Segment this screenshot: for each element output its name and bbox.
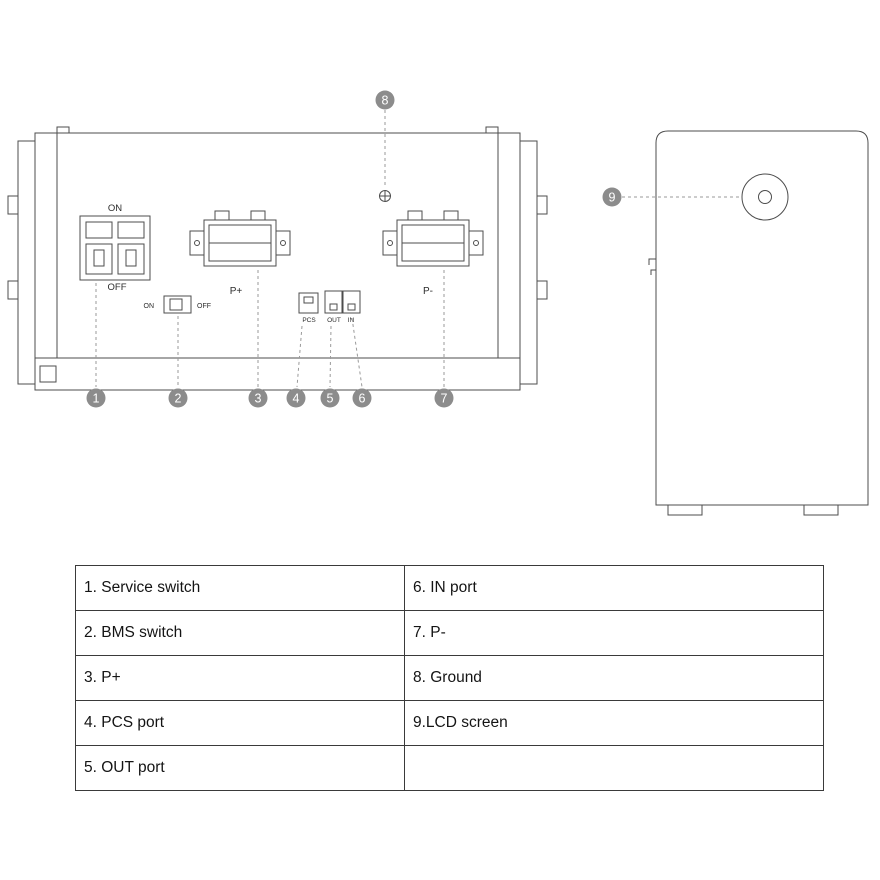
p-minus-terminal — [382, 210, 484, 267]
legend-cell: 3. P+ — [75, 655, 405, 701]
legend-cell: 1. Service switch — [75, 565, 405, 611]
bms-switch — [163, 295, 192, 314]
service-switch — [79, 215, 151, 281]
endcap-right — [519, 140, 538, 385]
bracket-left-bottom — [7, 280, 19, 300]
bms-on-label: ON — [144, 303, 155, 310]
badge-7-label: 7 — [441, 392, 448, 406]
p-plus-terminal — [189, 210, 291, 267]
in-label: IN — [348, 317, 355, 324]
legend-cell: 6. IN port — [404, 565, 824, 611]
side-view — [622, 130, 869, 516]
legend-cell: 7. P- — [404, 610, 824, 656]
table-row: 2. BMS switch 7. P- — [75, 610, 824, 656]
badge-5-label: 5 — [327, 392, 334, 406]
service-switch-on-label: ON — [108, 203, 122, 214]
legend-cell — [404, 745, 824, 791]
badges — [86, 90, 622, 408]
table-row: 5. OUT port — [75, 745, 824, 791]
out-label: OUT — [327, 317, 341, 324]
pcs-label: PCS — [302, 317, 316, 324]
badge-8 — [375, 90, 395, 110]
legend-table: 1. Service switch 6. IN port 2. BMS swit… — [75, 565, 824, 791]
badge-4 — [286, 388, 306, 408]
table-row: 4. PCS port 9.LCD screen — [75, 700, 824, 746]
badge-numbers: 1 2 3 4 5 6 7 8 9 — [93, 94, 616, 406]
badge-9 — [602, 187, 622, 207]
badge-4-label: 4 — [293, 392, 300, 406]
badge-3-label: 3 — [255, 392, 262, 406]
out-port — [324, 290, 343, 314]
side-clip-top — [648, 258, 656, 265]
badge-5 — [320, 388, 340, 408]
badge-2-label: 2 — [175, 392, 182, 406]
badge-1-label: 1 — [93, 392, 100, 406]
side-body — [655, 130, 869, 506]
pcs-port — [298, 292, 319, 314]
legend-cell: 8. Ground — [404, 655, 824, 701]
badge-2 — [168, 388, 188, 408]
badge-7 — [434, 388, 454, 408]
in-port — [342, 290, 361, 314]
badge-8-label: 8 — [382, 94, 389, 108]
legend: 1. Service switch 6. IN port 2. BMS swit… — [75, 565, 824, 791]
service-switch-off-label: OFF — [108, 282, 127, 293]
legend-cell: 5. OUT port — [75, 745, 405, 791]
leader-lines — [95, 110, 445, 388]
badge-6 — [352, 388, 372, 408]
top-tab-left — [56, 126, 70, 134]
foot-right — [803, 504, 839, 516]
badge-9-label: 9 — [609, 191, 616, 205]
badge-1 — [86, 388, 106, 408]
table-row: 1. Service switch 6. IN port — [75, 565, 824, 611]
endcap-left — [17, 140, 36, 385]
bracket-right-top — [536, 195, 548, 215]
p-minus-label: P- — [423, 286, 433, 297]
bms-off-label: OFF — [197, 303, 211, 310]
table-row: 3. P+ 8. Ground — [75, 655, 824, 701]
legend-cell: 4. PCS port — [75, 700, 405, 746]
badge-6-label: 6 — [359, 392, 366, 406]
lcd-screen — [741, 173, 789, 221]
badge-3 — [248, 388, 268, 408]
bottom-left-plate — [39, 365, 57, 383]
legend-cell: 2. BMS switch — [75, 610, 405, 656]
front-view: ON OFF ON OFF — [7, 110, 548, 391]
ground-symbol — [379, 190, 391, 202]
device-diagram: ON OFF ON OFF — [7, 90, 869, 516]
top-tab-right — [485, 126, 499, 134]
bracket-right-bottom — [536, 280, 548, 300]
legend-cell: 9.LCD screen — [404, 700, 824, 746]
bracket-left-top — [7, 195, 19, 215]
p-plus-label: P+ — [230, 286, 243, 297]
side-clip-bottom — [650, 269, 656, 275]
foot-left — [667, 504, 703, 516]
